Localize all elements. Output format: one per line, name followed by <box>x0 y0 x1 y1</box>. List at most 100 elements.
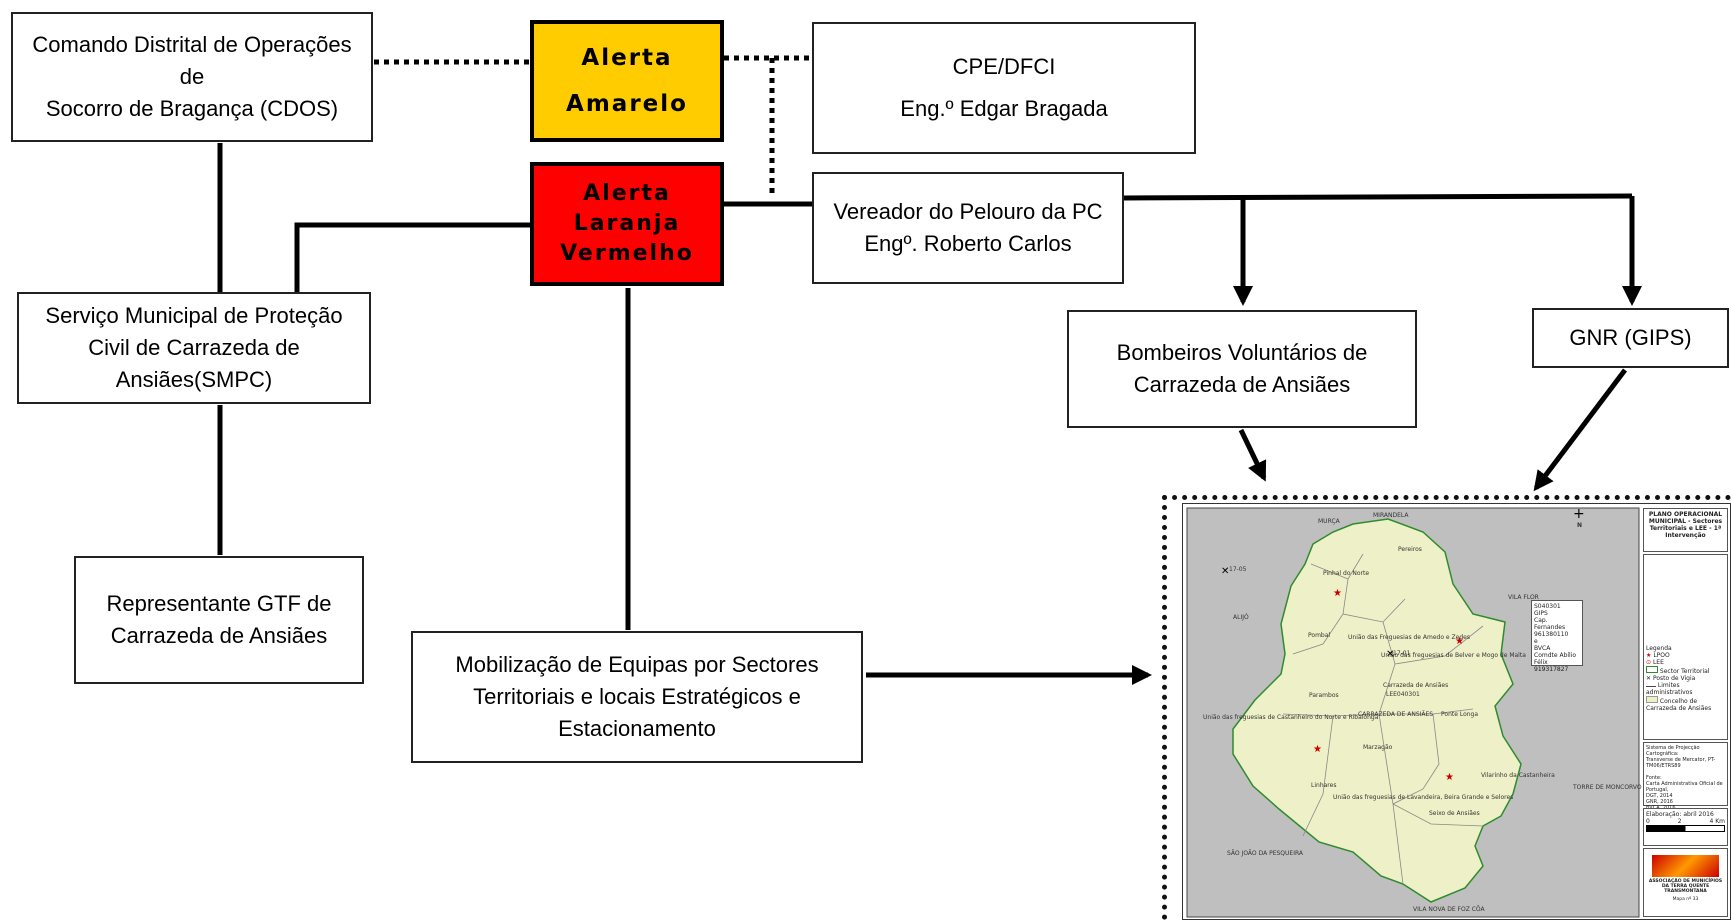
cpe-line2: Eng.º Edgar Bragada <box>900 96 1108 121</box>
association-name: ASSOCIAÇÃO DE MUNICÍPIOS DA TERRA QUENTE… <box>1648 879 1723 894</box>
projection-line-1: Transverse de Mercator, PT-TM06/ETRS89 <box>1646 757 1716 769</box>
alert-red-line1: Alerta <box>583 181 671 206</box>
vereador-box: Vereador do Pelouro da PC Engº. Roberto … <box>812 172 1124 284</box>
mobilizacao-line2: Territoriais e locais Estratégicos e <box>473 684 801 709</box>
gtf-line2: Carrazeda de Ansiães <box>110 623 328 648</box>
map-label-parambos: Parambos <box>1309 692 1339 699</box>
alert-yellow-line2: Amarelo <box>566 91 688 117</box>
info-line-4: e <box>1534 638 1538 645</box>
projection-line-0: Sistema de Projecção Cartográfica: <box>1646 745 1700 757</box>
legend-item-sector: Sector Territorial <box>1646 666 1725 675</box>
map-info-box: S040301 GIPS Cap. Fernandes 961380110 e … <box>1531 600 1583 673</box>
info-line-0: S040301 <box>1534 603 1561 610</box>
map-logo-panel: ASSOCIAÇÃO DE MUNICÍPIOS DA TERRA QUENTE… <box>1643 848 1728 917</box>
map-label-vigia-1: 17-05 <box>1229 566 1247 573</box>
alert-red-box: Alerta Laranja Vermelho <box>530 162 724 286</box>
legend-item-concelho: Concelho de Carrazeda de Ansiães <box>1646 696 1725 712</box>
info-line-1: GIPS <box>1534 610 1548 617</box>
legend-item-sector-label: Sector Territorial <box>1659 668 1710 675</box>
map-label-linhares: Linhares <box>1311 782 1337 789</box>
sources-line-3: GNR, 2016 <box>1646 799 1673 805</box>
info-line-6: Comdte Abílio Félix <box>1534 652 1577 666</box>
map-label-vila-flor: VILA FLOR <box>1508 594 1539 601</box>
svg-text:✕: ✕ <box>1221 566 1229 577</box>
svg-text:✕: ✕ <box>1386 649 1394 660</box>
svg-text:★: ★ <box>1333 588 1342 599</box>
legend-title: Legenda <box>1646 645 1672 652</box>
svg-text:★: ★ <box>1313 744 1322 755</box>
cdos-line3: Socorro de Bragança (CDOS) <box>45 96 339 121</box>
legend-item-limits: Limites administrativos <box>1646 682 1725 696</box>
smpc-line3: Ansiães(SMPC) <box>115 367 273 392</box>
alert-yellow-line1: Alerta <box>581 45 673 71</box>
sources-line-1: Carta Administrativa Oficial de Portugal… <box>1646 781 1723 793</box>
scale-4: 4 Km <box>1709 818 1725 825</box>
alert-red-line2: Laranja <box>573 211 681 236</box>
map-label-lavandeira: União das freguesias de Lavandeira, Beir… <box>1333 794 1514 801</box>
map-label-lee: LEE040301 <box>1386 691 1420 698</box>
association-logo <box>1652 855 1719 877</box>
smpc-line1: Serviço Municipal de Proteção <box>45 303 343 328</box>
elaboration-date: Elaboração: abril 2016 <box>1646 811 1714 818</box>
map-label-vigia-2: 17-01 <box>1393 650 1411 657</box>
scale-labels: 0 2 4 Km <box>1646 818 1725 825</box>
map-label-seixo: Seixo de Ansiães <box>1429 810 1480 817</box>
legend-item-vigia-label: Posto de Vigia <box>1652 675 1696 682</box>
bombeiros-line1: Bombeiros Voluntários de <box>1116 340 1368 365</box>
legend-item-concelho-label: Concelho de Carrazeda de Ansiães <box>1646 698 1712 712</box>
map-label-marzagao: Marzagão <box>1363 744 1393 751</box>
map-label-foz-coa: VILA NOVA DE FOZ CÔA <box>1413 906 1485 913</box>
map-sources-panel: Sistema de Projecção Cartográfica: Trans… <box>1643 742 1728 811</box>
map-label-sao-joao: SÃO JOÃO DA PESQUEIRA <box>1227 850 1304 857</box>
map-label-amedo: União das Freguesias de Amedo e Zedes <box>1348 634 1470 641</box>
municipality-shape <box>1232 518 1522 903</box>
cpe-line1: CPE/DFCI <box>952 54 1056 79</box>
map-label-pombal: Pombal <box>1308 632 1331 639</box>
map-drawing: ★ ★ ★ ★ ✕ ✕ + <box>1186 506 1640 918</box>
line-smpc-red <box>294 222 530 292</box>
map-label-carrazeda: Carrazeda de Ansiães <box>1383 682 1449 689</box>
map-scale-panel: Elaboração: abril 2016 0 2 4 Km <box>1643 808 1728 846</box>
info-line-3: 961380110 <box>1534 631 1569 638</box>
gnr-box: GNR (GIPS) <box>1532 308 1729 368</box>
gtf-box: Representante GTF de Carrazeda de Ansiãe… <box>74 556 364 684</box>
map-label-ponte-longa: Ponte Longa <box>1441 711 1479 718</box>
legend-item-lee-label: LEE <box>1652 659 1664 666</box>
map-title: PLANO OPERACIONAL MUNICIPAL - Sectores T… <box>1648 511 1723 539</box>
map-label-carrazeda-caps: CARRAZEDA DE ANSIÃES <box>1358 711 1434 718</box>
info-line-7: 919317827 <box>1534 666 1569 673</box>
svg-text:★: ★ <box>1445 772 1454 783</box>
map-label-vilarinho: Vilarinho da Castanheira <box>1481 772 1555 779</box>
svg-text:+: + <box>1573 506 1585 522</box>
map-label-castanheiro: União das freguesias de Castanheiro do N… <box>1203 714 1379 721</box>
smpc-box: Serviço Municipal de Proteção Civil de C… <box>17 292 371 404</box>
info-line-5: BVCA <box>1534 645 1551 652</box>
alert-yellow-box: Alerta Amarelo <box>530 20 724 142</box>
map-legend-panel: Legenda ★ LPOO ⊙ LEE Sector Territorial … <box>1643 554 1728 740</box>
bombeiros-box: Bombeiros Voluntários de Carrazeda de An… <box>1067 310 1417 428</box>
map-label-moncorvo: TORRE DE MONCORVO <box>1573 784 1642 791</box>
legend-item-lpoo: ★ LPOO <box>1646 652 1670 659</box>
cdos-line1: Comando Distrital de Operações <box>32 32 352 57</box>
map-label-pereiros: Pereiros <box>1398 546 1422 553</box>
info-line-2: Cap. Fernandes <box>1534 617 1566 631</box>
map-label-mirandela: MIRANDELA <box>1373 512 1409 519</box>
vereador-line1: Vereador do Pelouro da PC <box>833 199 1103 224</box>
map-label-pinhal: Pinhal do Norte <box>1323 570 1370 577</box>
vereador-line2: Engº. Roberto Carlos <box>864 231 1072 256</box>
scale-0: 0 <box>1646 818 1650 825</box>
gtf-line1: Representante GTF de <box>106 591 332 616</box>
legend-item-limits-label: Limites administrativos <box>1646 682 1693 696</box>
cdos-box: Comando Distrital de Operações de Socorr… <box>11 12 373 142</box>
sources-line-0: Fonte: <box>1646 775 1662 781</box>
map-label-belver: União das freguesias de Belver e Mogo de… <box>1381 652 1526 659</box>
cpe-box: CPE/DFCI Eng.º Edgar Bragada <box>812 22 1196 154</box>
sector-map: ★ ★ ★ ★ ✕ ✕ + MURÇA MIRANDELA Pereiros P… <box>1182 503 1731 920</box>
gnr-line1: GNR (GIPS) <box>1569 325 1692 350</box>
alert-red-line3: Vermelho <box>560 241 694 266</box>
arrow-gnr-map <box>1533 368 1627 492</box>
legend-item-lpoo-label: LPOO <box>1653 652 1670 659</box>
map-label-alijo: ALIJÓ <box>1233 614 1249 621</box>
legend-item-lee: ⊙ LEE <box>1646 659 1664 666</box>
smpc-line2: Civil de Carrazeda de <box>88 335 300 360</box>
